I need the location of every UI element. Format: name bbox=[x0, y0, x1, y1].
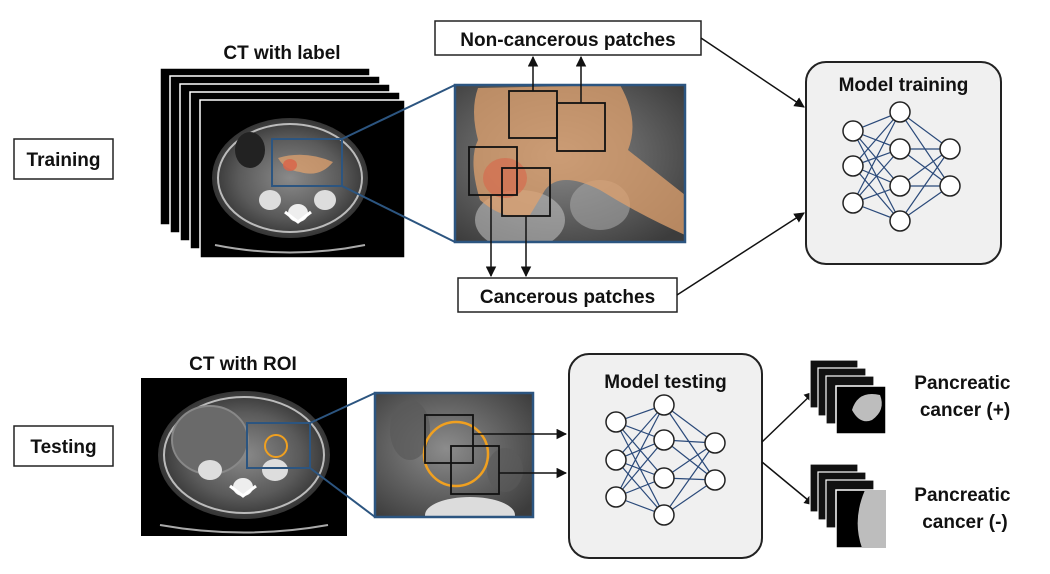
neural-network-icon bbox=[605, 394, 726, 526]
zoom-connector-top bbox=[341, 84, 456, 140]
network-node bbox=[653, 504, 675, 526]
network-node bbox=[842, 120, 864, 142]
ct-with-roi-title: CT with ROI bbox=[189, 354, 297, 375]
network-edge bbox=[615, 404, 665, 498]
training-row-label-box: Training bbox=[13, 138, 114, 180]
model-testing-panel: Model testing bbox=[568, 353, 763, 559]
network-edge bbox=[615, 439, 665, 498]
network-node bbox=[653, 467, 675, 489]
zoom-connector-bottom bbox=[341, 185, 456, 243]
network-node bbox=[653, 394, 675, 416]
negative-patch-stack bbox=[809, 463, 887, 549]
positive-patch-stack bbox=[809, 359, 887, 435]
network-node bbox=[704, 432, 726, 454]
cancerous-patches-box: Cancerous patches bbox=[457, 277, 678, 313]
model-testing-title: Model testing bbox=[604, 372, 726, 393]
roi-circle bbox=[422, 420, 490, 488]
network-edge bbox=[852, 165, 901, 222]
test-patch-2 bbox=[450, 445, 500, 495]
network-edge bbox=[852, 111, 901, 167]
cancerous-patches-label: Cancerous patches bbox=[480, 287, 655, 308]
testing-zoom-view bbox=[373, 391, 535, 519]
network-node bbox=[889, 138, 911, 160]
network-node bbox=[704, 469, 726, 491]
ct-slice-stack bbox=[159, 67, 406, 259]
network-node bbox=[889, 175, 911, 197]
testing-row-label: Testing bbox=[30, 437, 96, 458]
network-edge bbox=[615, 404, 665, 461]
network-node bbox=[605, 486, 627, 508]
network-edge bbox=[899, 148, 951, 222]
network-node bbox=[842, 192, 864, 214]
positive-label: Pancreatic cancer (+) bbox=[914, 373, 1015, 421]
arrow-to-negative bbox=[761, 461, 815, 506]
network-edge bbox=[663, 442, 716, 516]
network-node bbox=[842, 155, 864, 177]
arrow-to-positive bbox=[761, 391, 815, 443]
network-node bbox=[939, 175, 961, 197]
network-node bbox=[889, 210, 911, 232]
network-node bbox=[605, 411, 627, 433]
network-edge bbox=[663, 404, 716, 481]
model-training-title: Model training bbox=[839, 75, 969, 96]
test-patch-1 bbox=[424, 414, 474, 464]
neural-network-icon bbox=[842, 101, 961, 232]
network-node bbox=[889, 101, 911, 123]
roi-connector-bottom bbox=[309, 467, 376, 518]
training-row-label: Training bbox=[27, 150, 101, 171]
roi-connector-top bbox=[309, 392, 376, 424]
training-zoom-view bbox=[453, 83, 687, 244]
network-edge bbox=[852, 111, 901, 204]
ct-with-label-title: CT with label bbox=[223, 43, 340, 64]
non-cancerous-patches-label: Non-cancerous patches bbox=[460, 30, 675, 51]
non-cancerous-patches-box: Non-cancerous patches bbox=[434, 20, 702, 56]
arrow-to-model-training-2 bbox=[676, 212, 805, 296]
model-training-panel: Model training bbox=[805, 61, 1002, 265]
cancer-patch-1 bbox=[468, 146, 518, 196]
testing-row-label-box: Testing bbox=[13, 425, 114, 467]
ct-slice-image bbox=[199, 99, 406, 259]
network-node bbox=[653, 429, 675, 451]
network-edge bbox=[852, 148, 901, 204]
testing-ct-image bbox=[141, 378, 347, 536]
arrow-to-model-training-1 bbox=[700, 37, 805, 108]
network-node bbox=[939, 138, 961, 160]
network-node bbox=[605, 449, 627, 471]
negative-label: Pancreatic cancer (-) bbox=[914, 485, 1015, 533]
